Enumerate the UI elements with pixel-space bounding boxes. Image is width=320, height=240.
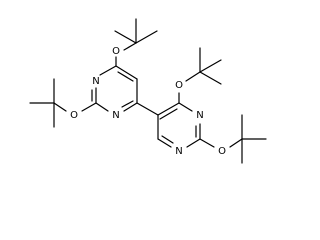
bond [81, 102, 97, 112]
bonds [29, 18, 267, 164]
bond [114, 30, 137, 44]
bond [135, 30, 158, 44]
bond [185, 71, 201, 82]
bond [229, 138, 243, 148]
bond [199, 71, 222, 85]
bond [159, 108, 178, 120]
atom-o-right-lower: O [218, 146, 226, 157]
bond [115, 65, 138, 80]
structure-drawing: O N N O O N N O [29, 18, 267, 164]
atom-n-ring1-upper: N [92, 76, 99, 87]
bond [123, 42, 137, 51]
atom-o-right-upper: O [175, 80, 183, 91]
bond [99, 65, 117, 76]
atom-n-ring2-upper: N [196, 110, 203, 121]
bond [199, 138, 215, 148]
molecule-diagram: O N N O O N N O [29, 18, 267, 164]
bond [123, 102, 138, 112]
bond [157, 138, 172, 148]
bond [199, 59, 222, 73]
bond [136, 102, 159, 116]
bond [186, 138, 201, 148]
atom-o-left: O [70, 110, 78, 121]
bond [53, 102, 67, 112]
atom-n-ring2-lower: N [175, 146, 182, 157]
atom-labels: O N N O O N N O [70, 46, 226, 157]
atom-n-ring1-lower: N [112, 110, 119, 121]
bond [161, 135, 174, 144]
bond [178, 102, 193, 112]
bond [95, 102, 109, 112]
bond [117, 71, 134, 82]
bond [157, 102, 180, 116]
atom-o-top: O [112, 46, 120, 57]
bond [121, 100, 134, 108]
